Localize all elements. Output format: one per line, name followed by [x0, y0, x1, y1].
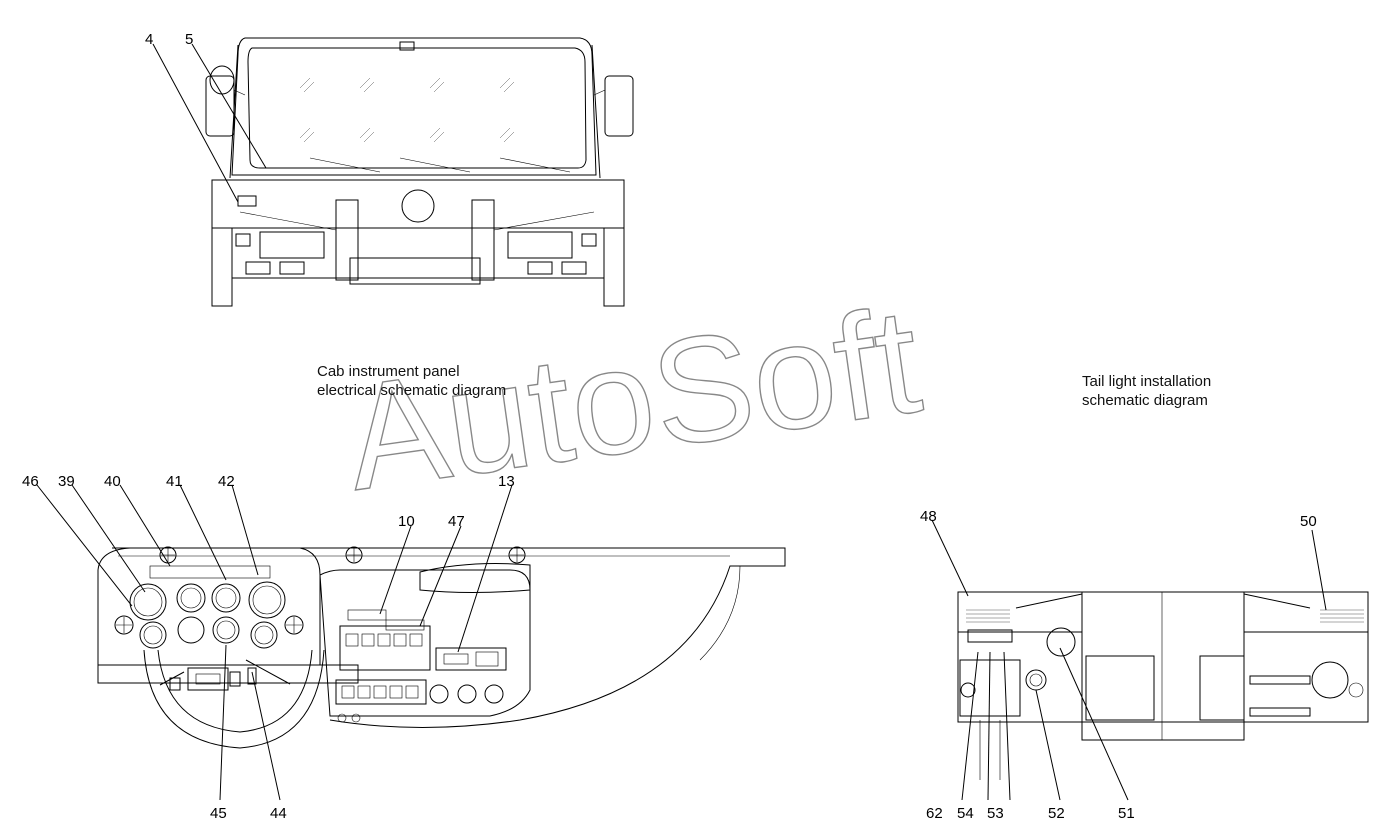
callout-13: 13 — [498, 473, 515, 490]
callout-54: 54 — [957, 805, 974, 822]
callout-53: 53 — [987, 805, 1004, 822]
callout-42: 42 — [218, 473, 235, 490]
callout-51: 51 — [1118, 805, 1135, 822]
callout-5: 5 — [185, 31, 193, 48]
cab-front-view — [205, 37, 634, 307]
callout-41: 41 — [166, 473, 183, 490]
gauge-cluster — [129, 581, 286, 649]
caption-line: schematic diagram — [1082, 392, 1208, 409]
callout-4: 4 — [145, 31, 153, 48]
tail-light-view — [957, 591, 1369, 780]
callout-47: 47 — [448, 513, 465, 530]
leader-lines — [36, 43, 1327, 801]
callout-numbers: 4 5 46 39 40 41 42 10 47 13 45 44 48 50 … — [22, 31, 1317, 822]
instrument-panel-caption: Cab instrument panel electrical schemati… — [317, 362, 506, 400]
callout-10: 10 — [398, 513, 415, 530]
callout-62: 62 — [926, 805, 943, 822]
callout-40: 40 — [104, 473, 121, 490]
caption-line: Cab instrument panel — [317, 363, 460, 380]
callout-52: 52 — [1048, 805, 1065, 822]
caption-line: electrical schematic diagram — [317, 382, 507, 399]
callout-50: 50 — [1300, 513, 1317, 530]
callout-48: 48 — [920, 508, 937, 525]
callout-44: 44 — [270, 805, 287, 822]
callout-45: 45 — [210, 805, 227, 822]
callout-39: 39 — [58, 473, 75, 490]
instrument-panel-view — [97, 546, 786, 749]
caption-line: Tail light installation — [1082, 373, 1212, 390]
callout-46: 46 — [22, 473, 39, 490]
tail-light-caption: Tail light installation schematic diagra… — [1082, 372, 1211, 410]
